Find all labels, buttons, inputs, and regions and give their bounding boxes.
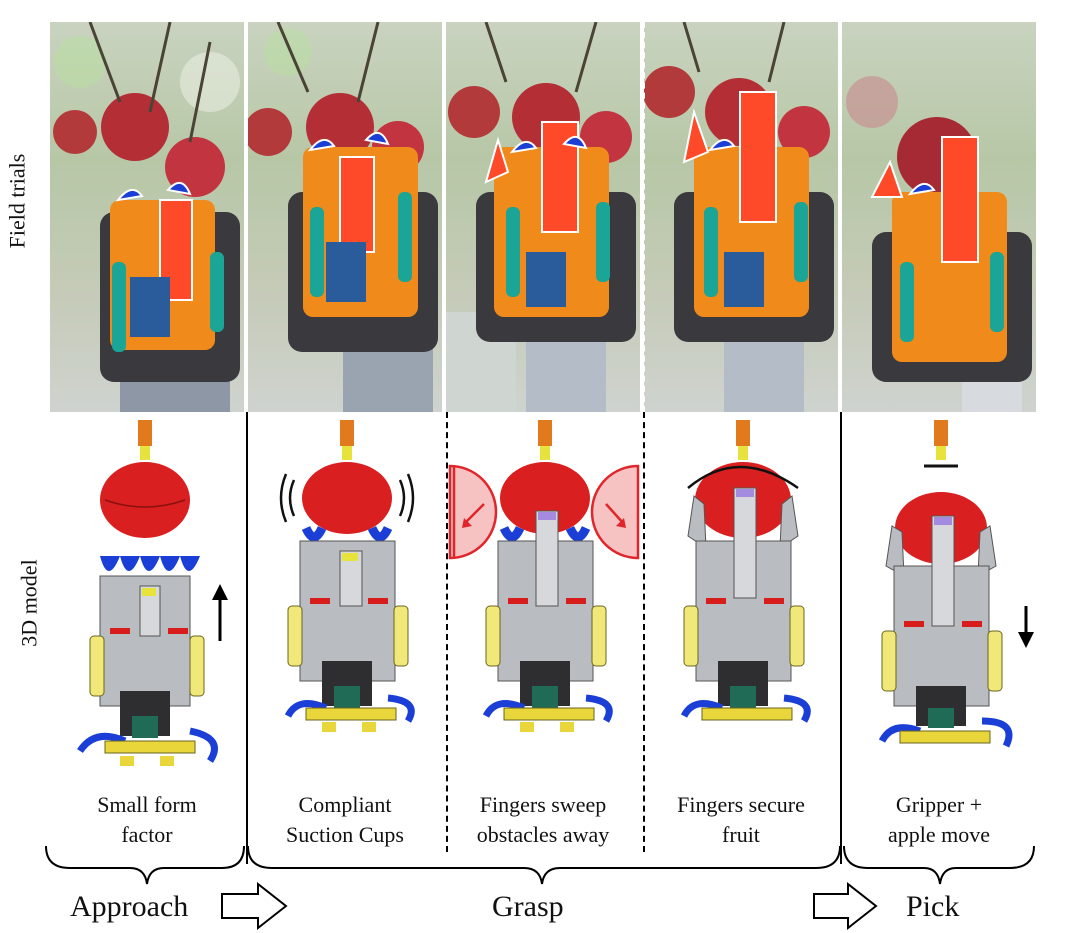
divider-dashed-2 — [643, 412, 645, 852]
step-caption-4: Fingers secure fruit — [644, 790, 838, 850]
field-photo-4 — [644, 22, 838, 412]
step-caption-2: Compliant Suction Cups — [248, 790, 442, 850]
divider-grasp-pick — [840, 412, 842, 864]
step-caption-line: Small form — [97, 792, 197, 817]
step-caption-1: Small form factor — [50, 790, 244, 850]
phase-label-grasp: Grasp — [492, 890, 564, 923]
step-caption-line: factor — [121, 822, 173, 847]
phase-label-approach: Approach — [70, 890, 189, 923]
field-photo-1 — [50, 22, 244, 412]
model-panel-approach — [50, 416, 244, 786]
brace-approach — [45, 845, 245, 885]
step-caption-line: Gripper + — [895, 792, 983, 817]
field-photo-2 — [248, 22, 442, 412]
brace-grasp — [247, 845, 841, 885]
field-photo-3 — [446, 22, 640, 412]
row-label-3d-model: 3D model — [16, 559, 42, 647]
arrow-approach-to-grasp — [221, 881, 288, 931]
model-panel-secure — [644, 416, 838, 786]
model-panel-suction — [248, 416, 442, 786]
divider-dashed-1 — [446, 412, 448, 852]
phase-label-pick: Pick — [906, 890, 960, 923]
model-panel-pick — [842, 416, 1036, 786]
row-label-field-trials: Field trials — [4, 153, 30, 249]
step-caption-line: Fingers sweep — [479, 792, 607, 817]
step-caption-line: obstacles away — [476, 822, 610, 847]
arrow-grasp-to-pick — [813, 881, 878, 931]
step-caption-3: Fingers sweep obstacles away — [446, 790, 640, 850]
step-caption-line: Suction Cups — [286, 822, 404, 847]
model-panel-sweep — [446, 416, 640, 786]
step-caption-line: Fingers secure — [677, 792, 805, 817]
step-caption-line: apple move — [887, 822, 991, 847]
divider-approach-grasp — [246, 412, 248, 864]
step-caption-5: Gripper + apple move — [842, 790, 1036, 850]
photo-divider-dashed — [643, 22, 645, 412]
step-caption-line: Compliant — [298, 792, 392, 817]
field-photo-5 — [842, 22, 1036, 412]
step-caption-line: fruit — [722, 822, 760, 847]
brace-pick — [843, 845, 1035, 885]
